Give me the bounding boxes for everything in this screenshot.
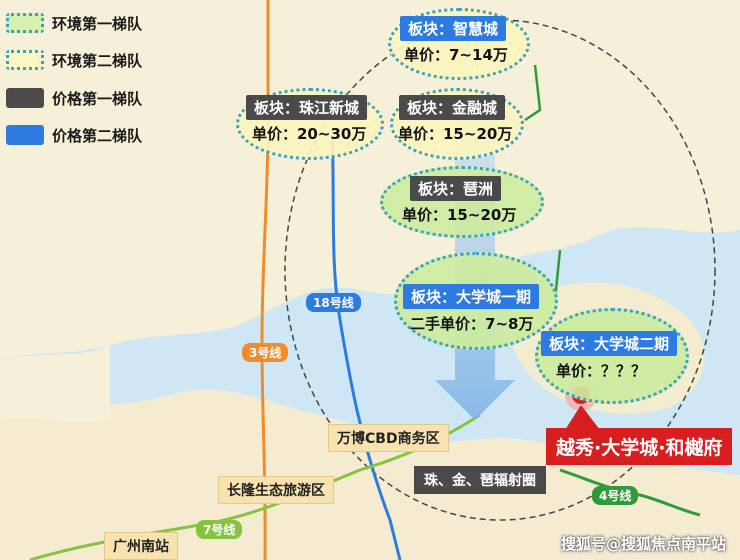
zone-badge-jinrong: 板块：金融城 xyxy=(399,95,506,120)
zone-badge-pazhou: 板块：琶洲 xyxy=(410,176,502,201)
radiation-circle xyxy=(284,19,716,521)
zone-price-zhihui: 单价：7~14万 xyxy=(404,46,508,64)
legend-item-dark: 价格第一梯队 xyxy=(6,86,142,110)
legend-label: 环境第一梯队 xyxy=(52,14,143,33)
legend-item-tier1: 环境第一梯队 xyxy=(6,11,142,35)
metro-label-7: 7号线 xyxy=(196,520,243,539)
place-wanbo: 万博CBD商务区 xyxy=(328,424,449,452)
legend-item-tier2: 环境第二梯队 xyxy=(6,48,142,72)
zone-badge-zhujiang: 板块：珠江新城 xyxy=(246,95,368,120)
watermark: 搜狐号@搜狐焦点南平站 xyxy=(560,535,726,553)
legend-swatch-tier2 xyxy=(6,50,44,70)
west-land xyxy=(0,345,110,422)
metro-label-4: 4号线 xyxy=(592,486,639,505)
zone-price-pazhou: 单价：15~20万 xyxy=(402,206,517,224)
metro-label-18: 18号线 xyxy=(306,293,361,312)
metro-label-3: 3号线 xyxy=(242,343,289,362)
project-label: 越秀·大学城·和樾府 xyxy=(546,428,733,465)
place-guangzhou-south: 广州南站 xyxy=(104,532,178,560)
legend-label: 价格第二梯队 xyxy=(52,126,143,145)
zone-badge-dxc1: 板块：大学城一期 xyxy=(403,284,540,309)
project-pointer xyxy=(565,405,600,430)
zone-dxc2 xyxy=(535,308,689,404)
zone-price-jinrong: 单价：15~20万 xyxy=(398,125,513,143)
metro-line-18 xyxy=(330,129,402,560)
legend-label: 环境第二梯队 xyxy=(52,51,143,70)
metro-line-4 xyxy=(559,468,701,517)
zone-badge-dxc2: 板块：大学城二期 xyxy=(541,331,678,356)
north-land xyxy=(0,0,740,360)
south-land xyxy=(0,389,740,560)
zone-price-dxc1: 二手单价：7~8万 xyxy=(410,315,534,333)
legend-label: 价格第一梯队 xyxy=(52,89,143,108)
legend-swatch-blue xyxy=(6,125,44,145)
legend-item-blue: 价格第二梯队 xyxy=(6,123,142,147)
radiation-label: 珠、金、琶辐射圈 xyxy=(414,466,546,494)
zone-price-zhujiang: 单价：20~30万 xyxy=(252,125,367,143)
metro-connector-top xyxy=(524,64,542,122)
legend-swatch-tier1 xyxy=(6,13,44,33)
zone-price-dxc2: 单价：？？？ xyxy=(556,362,647,380)
place-changlong: 长隆生态旅游区 xyxy=(218,476,334,504)
zone-badge-zhihui: 板块：智慧城 xyxy=(400,16,507,41)
legend-swatch-dark xyxy=(6,88,44,108)
